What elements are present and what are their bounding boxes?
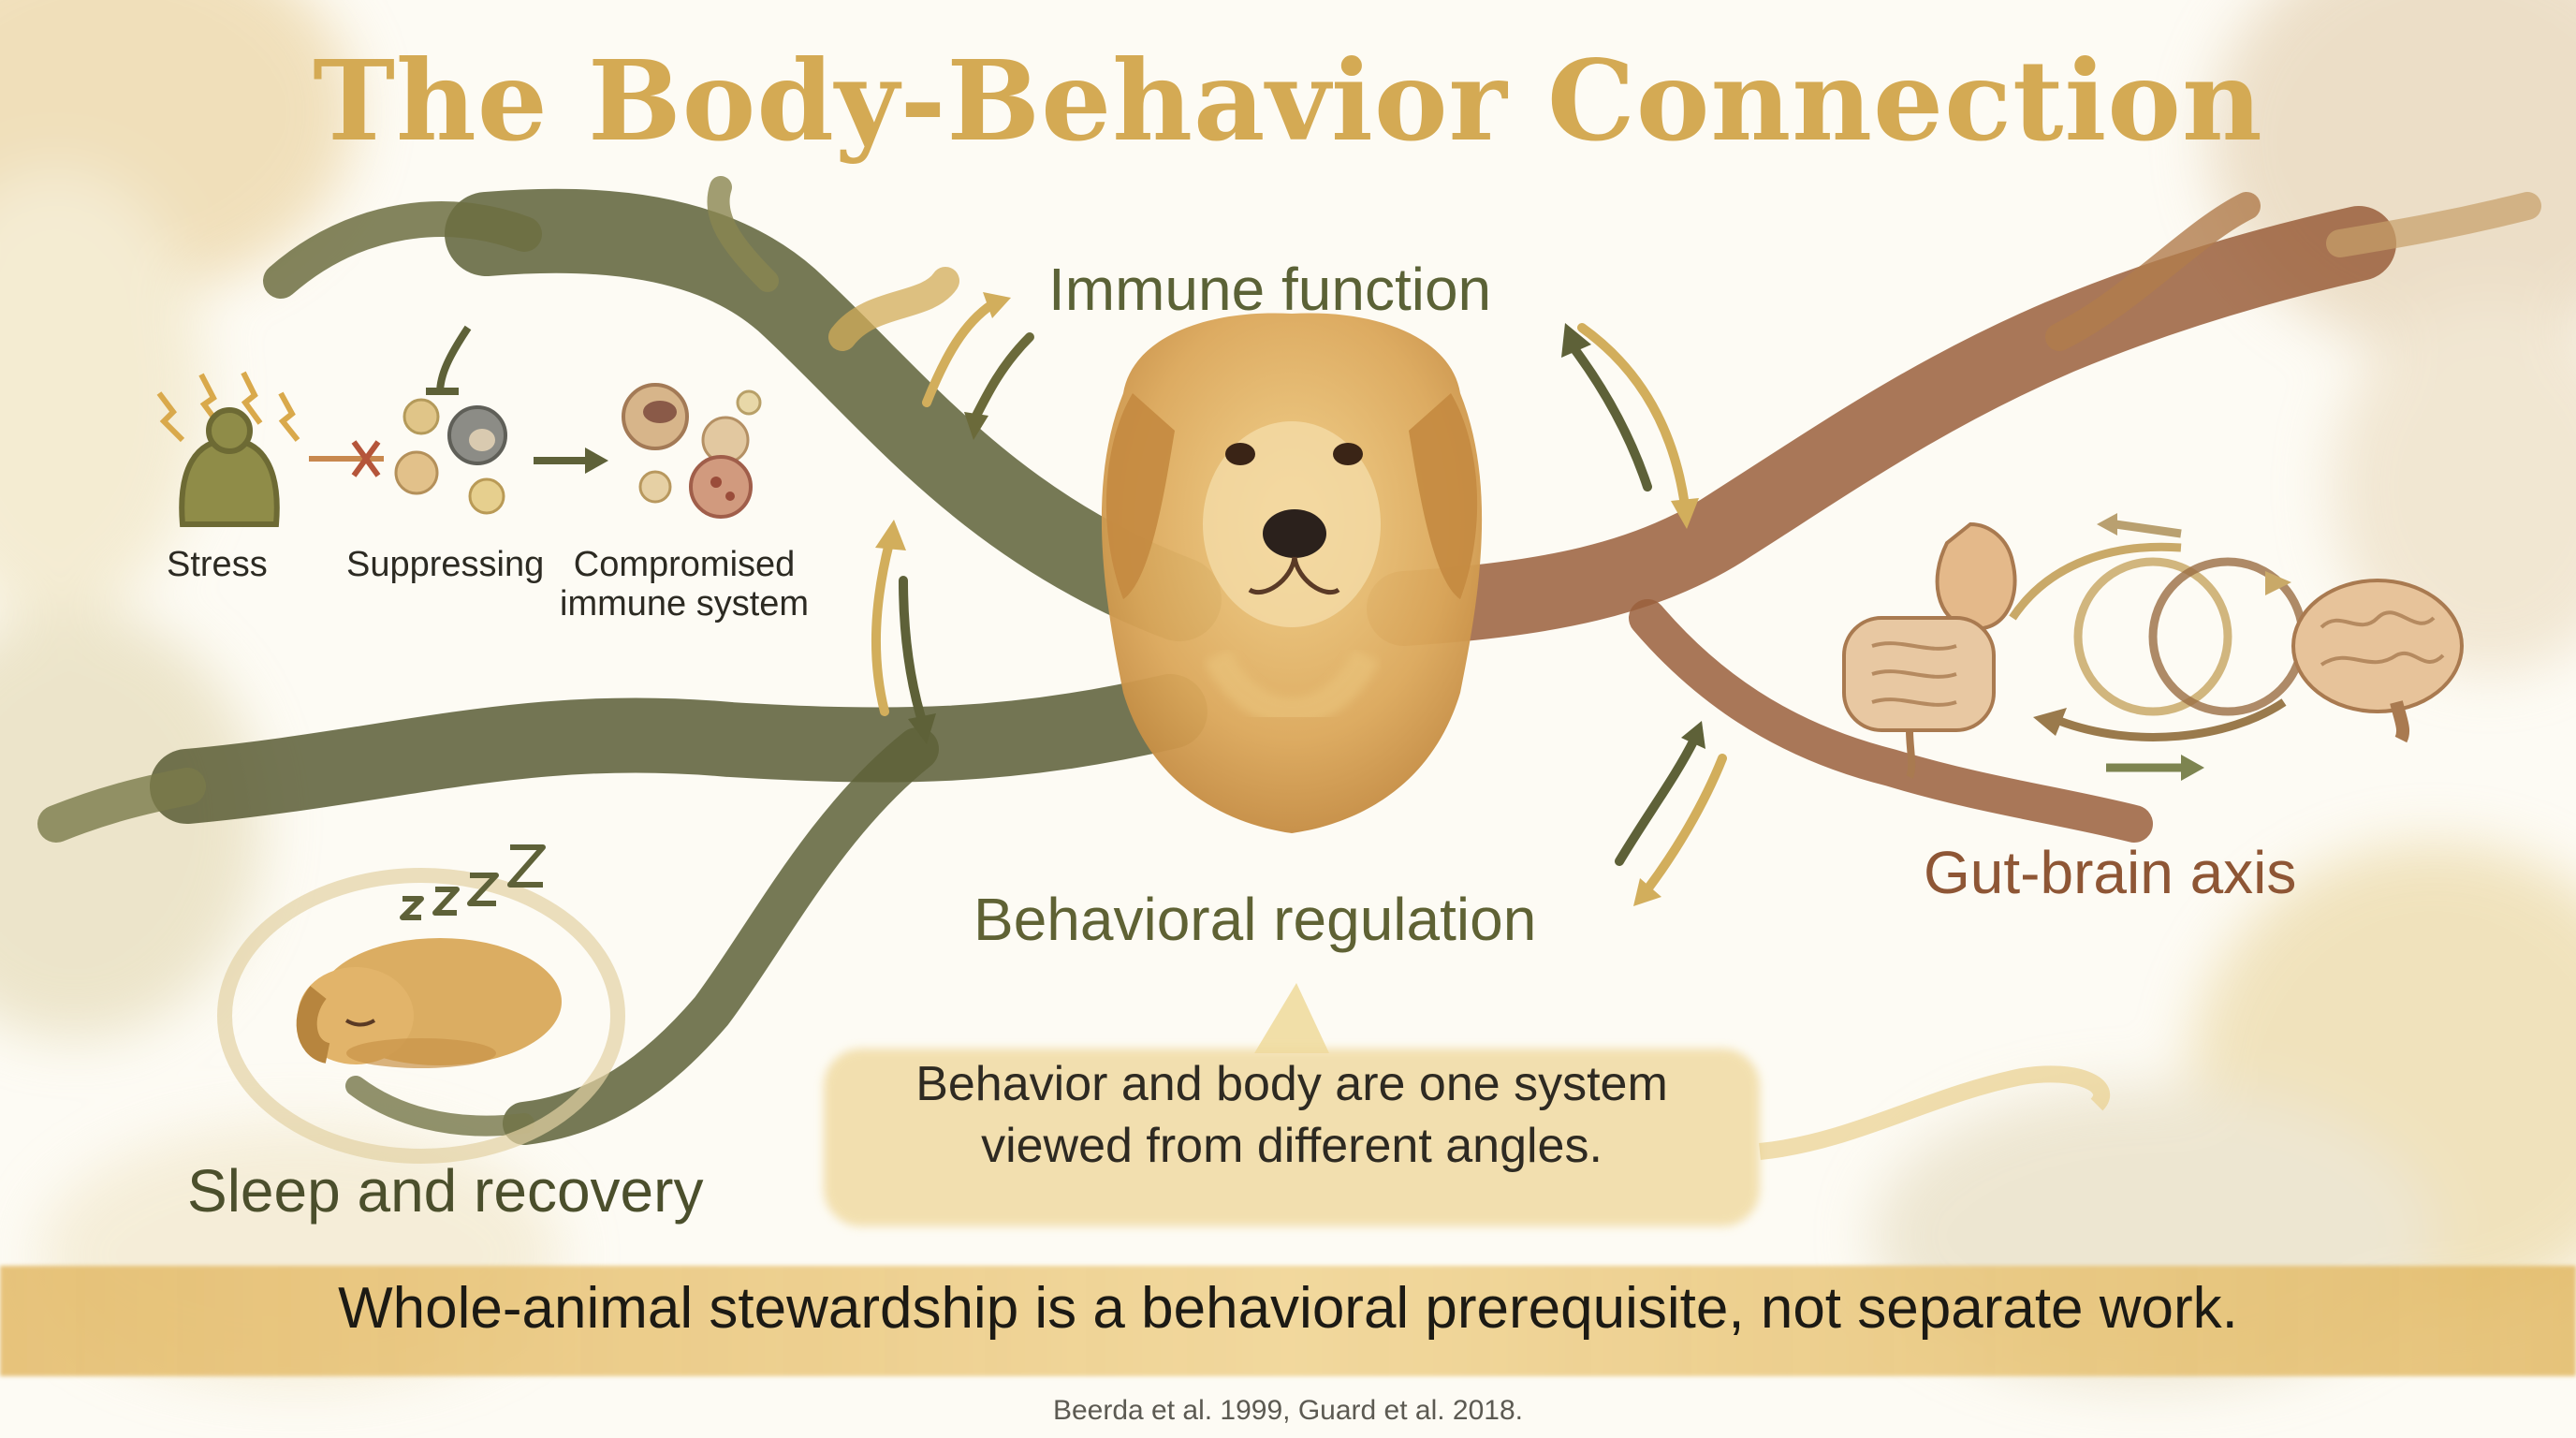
arrow-left-down: [899, 576, 927, 726]
branch-upper-left: [445, 188, 1222, 641]
branch-network: [37, 176, 2541, 1145]
arrow-right-icon: [534, 448, 608, 474]
node-label-sleep-and-recovery: Sleep and recovery: [187, 1157, 704, 1225]
stress-icon: [156, 371, 300, 527]
node-label-gut-brain-axis: Gut-brain axis: [1924, 839, 2297, 906]
compromised-line-2: immune system: [560, 584, 810, 624]
branch-right: [1367, 206, 2396, 646]
sleeping-puppy-illustration: [217, 868, 625, 1164]
suppressing-label: Suppressing: [346, 545, 545, 584]
brain-icon: [2291, 579, 2464, 743]
loop-arrows: [2009, 513, 2307, 781]
arrow-behavior-right-down: [1643, 754, 1727, 894]
arrow-right-up: [1568, 342, 1652, 492]
node-label-immune-function: Immune function: [1048, 256, 1492, 323]
flow-arrows: [871, 292, 1727, 906]
blocked-arrow-icon: [309, 440, 384, 477]
callout-text: Behavior and body are one system viewed …: [824, 1053, 1760, 1177]
suppressing-cells-icon: [394, 325, 507, 515]
arrow-right-down: [1577, 323, 1690, 510]
compromised-immune-label: Compromised immune system: [560, 545, 809, 624]
callout-line-1: Behavior and body are one system: [915, 1057, 1668, 1111]
callout-line-2: viewed from different angles.: [981, 1119, 1603, 1173]
node-label-behavioral-regulation: Behavioral regulation: [973, 886, 1537, 953]
banner-band: [0, 1266, 2576, 1376]
page-title: The Body-Behavior Connection: [313, 36, 2263, 166]
citation: Beerda et al. 1999, Guard et al. 2018.: [1052, 1395, 1524, 1426]
bottom-banner-text: Whole-animal stewardship is a behavioral…: [338, 1276, 2238, 1341]
dog-head-illustration: [1101, 313, 1483, 833]
gut-icon: [1842, 521, 2017, 779]
arrow-left-up: [871, 538, 894, 716]
arrow-from-immune-down: [969, 332, 1034, 426]
stress-label: Stress: [167, 545, 268, 584]
snore-z-icons: [400, 844, 546, 920]
arrow-to-immune-up: [922, 300, 997, 407]
arrow-behavior-right-up: [1615, 735, 1699, 866]
callout-bubble: [824, 983, 2111, 1226]
compromised-cells-icon: [622, 383, 762, 519]
branch-lower-left: [150, 674, 1208, 824]
compromised-line-1: Compromised: [573, 545, 796, 584]
